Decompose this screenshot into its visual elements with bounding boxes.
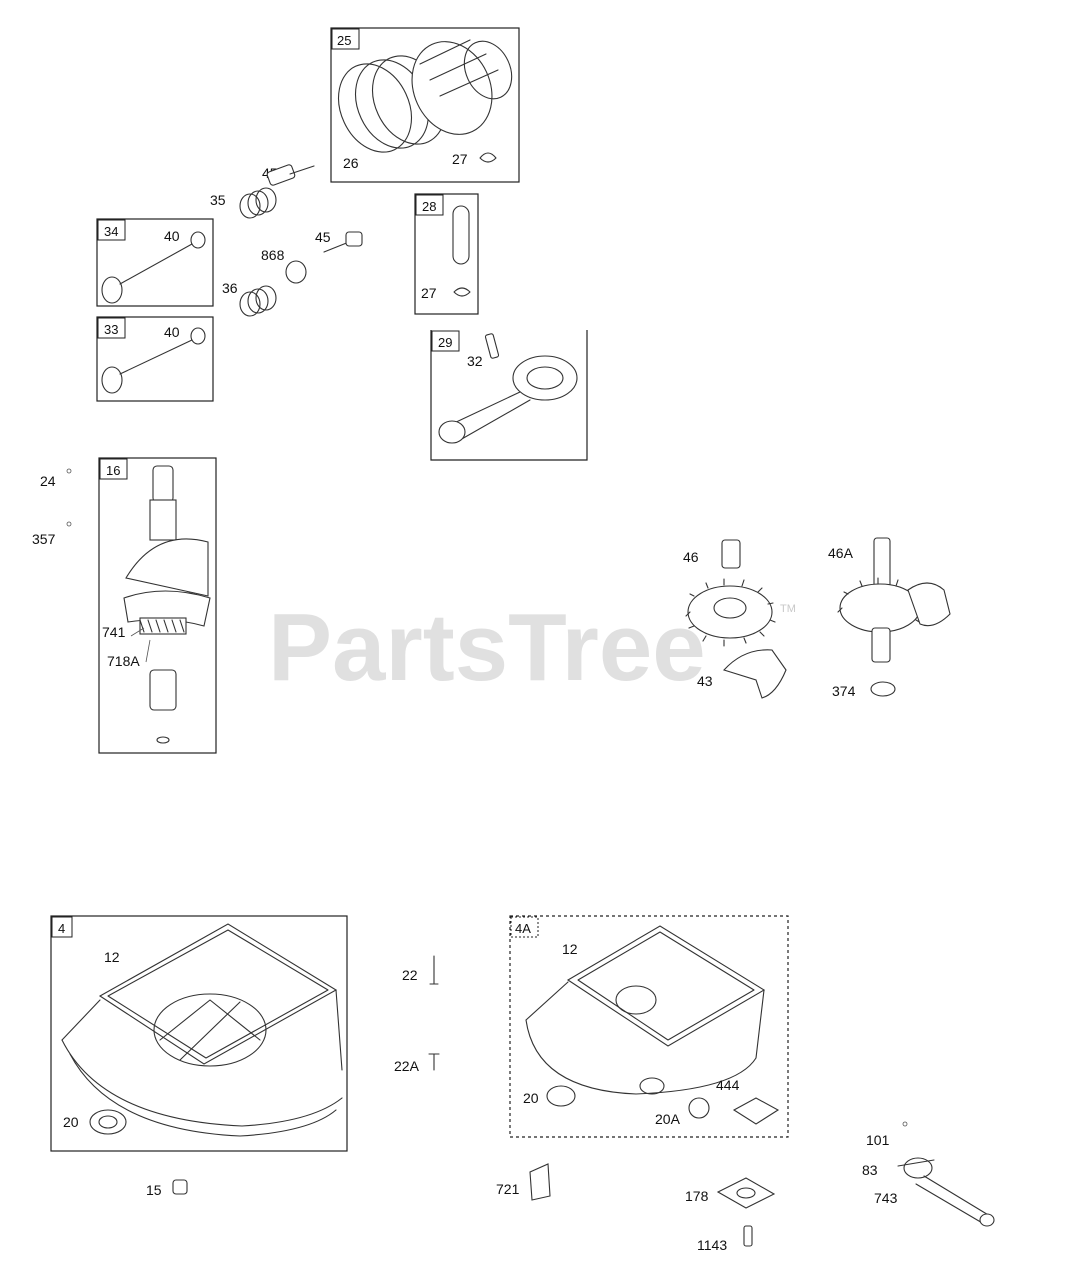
sump-icon xyxy=(61,923,343,1137)
pto-shaft-icon xyxy=(897,1157,995,1227)
label-1143: 1143 xyxy=(697,1237,727,1253)
oil-seal-icon xyxy=(89,1109,127,1135)
screw-icon xyxy=(743,1225,753,1247)
valve-icon xyxy=(101,327,206,394)
valve-icon xyxy=(101,231,206,304)
label-26: 26 xyxy=(343,155,359,171)
pto-shaft-assembly[interactable]: 101 83 743 xyxy=(862,1121,995,1227)
label-40b: 40 xyxy=(164,324,180,340)
valve-spring-icon xyxy=(239,187,277,219)
exhaust-valve-box[interactable]: 34 40 xyxy=(96,218,214,307)
cam-gear-icon xyxy=(685,578,776,647)
box-29-label: 29 xyxy=(438,335,452,350)
label-22: 22 xyxy=(402,967,418,983)
label-178: 178 xyxy=(685,1188,709,1204)
label-743: 743 xyxy=(874,1190,898,1206)
oil-seal-icon xyxy=(688,1097,710,1119)
valve-spring-icon xyxy=(239,285,277,317)
label-718a: 718A xyxy=(107,653,140,669)
label-741: 741 xyxy=(102,624,126,640)
key-icon xyxy=(66,468,72,474)
label-45b: 45 xyxy=(315,229,331,245)
piston-assembly-box[interactable]: 25 26 27 xyxy=(325,27,521,183)
box-28-label: 28 xyxy=(422,199,436,214)
label-22a: 22A xyxy=(394,1058,420,1074)
label-20a: 20 xyxy=(63,1114,79,1130)
label-20b: 20 xyxy=(523,1090,539,1106)
box-25-label: 25 xyxy=(337,33,351,48)
label-46a: 46A xyxy=(828,545,854,561)
washer-icon xyxy=(870,681,896,697)
bracket-icon xyxy=(529,1163,551,1201)
crankshaft-icon xyxy=(123,465,211,744)
label-83: 83 xyxy=(862,1162,878,1178)
label-721: 721 xyxy=(496,1181,520,1197)
gasket-icon xyxy=(732,1097,780,1125)
label-46: 46 xyxy=(683,549,699,565)
label-24: 24 xyxy=(40,473,56,489)
valve-spring-retainer-icon xyxy=(323,231,363,253)
piston-clip-icon xyxy=(479,152,497,163)
box-33-label: 33 xyxy=(104,322,118,337)
label-27a: 27 xyxy=(452,151,468,167)
label-101: 101 xyxy=(866,1132,890,1148)
cam-bolt-icon xyxy=(721,539,741,569)
sump-bolt-icon xyxy=(428,1053,440,1071)
crankshaft-box[interactable]: 16 741 718A xyxy=(98,457,217,754)
drain-plug-icon xyxy=(172,1179,188,1195)
label-374: 374 xyxy=(832,683,856,699)
label-20c: 20A xyxy=(655,1111,681,1127)
connecting-rod-icon xyxy=(438,355,578,444)
label-36: 36 xyxy=(222,280,238,296)
watermark-text: PartsTree xyxy=(268,594,706,701)
valve-seal-icon xyxy=(285,260,307,284)
label-357: 357 xyxy=(32,531,56,547)
label-868: 868 xyxy=(261,247,285,263)
piston-pin-icon xyxy=(452,205,470,265)
pin-icon xyxy=(902,1121,908,1127)
pin-clip-icon xyxy=(453,287,471,297)
valve-spring-retainer-icon xyxy=(266,164,315,186)
label-35: 35 xyxy=(210,192,226,208)
label-40a: 40 xyxy=(164,228,180,244)
camshaft-alt-assembly[interactable]: 46A 374 xyxy=(828,537,951,699)
watermark-trademark: TM xyxy=(780,603,796,615)
label-43: 43 xyxy=(697,673,713,689)
camshaft-assembly[interactable]: 46 43 xyxy=(683,539,787,699)
sump-alt-box[interactable]: 4A 12 20 20A 444 xyxy=(509,915,789,1138)
cam-gear-icon xyxy=(837,537,951,663)
box-16-label: 16 xyxy=(106,463,120,478)
sump-alt-icon xyxy=(525,925,766,1095)
box-34-label: 34 xyxy=(104,224,118,239)
sump-box[interactable]: 4 12 20 xyxy=(50,915,348,1152)
label-444: 444 xyxy=(716,1077,740,1093)
oil-seal-icon xyxy=(546,1085,576,1107)
box-4-label: 4 xyxy=(58,921,65,936)
label-12b: 12 xyxy=(562,941,578,957)
connecting-rod-box[interactable]: 29 32 xyxy=(430,330,588,461)
piston-pin-box[interactable]: 28 27 xyxy=(414,193,479,315)
box-4a-label: 4A xyxy=(515,921,531,936)
piston-icon xyxy=(411,39,513,135)
gasket-icon xyxy=(716,1177,776,1209)
key-icon xyxy=(66,521,72,527)
sump-bolt-icon xyxy=(429,955,439,985)
label-32: 32 xyxy=(467,353,483,369)
label-27b: 27 xyxy=(421,285,437,301)
intake-valve-box[interactable]: 33 40 xyxy=(96,316,214,402)
rod-bolt-icon xyxy=(484,333,500,359)
label-15: 15 xyxy=(146,1182,162,1198)
governor-icon xyxy=(723,649,787,699)
label-12a: 12 xyxy=(104,949,120,965)
